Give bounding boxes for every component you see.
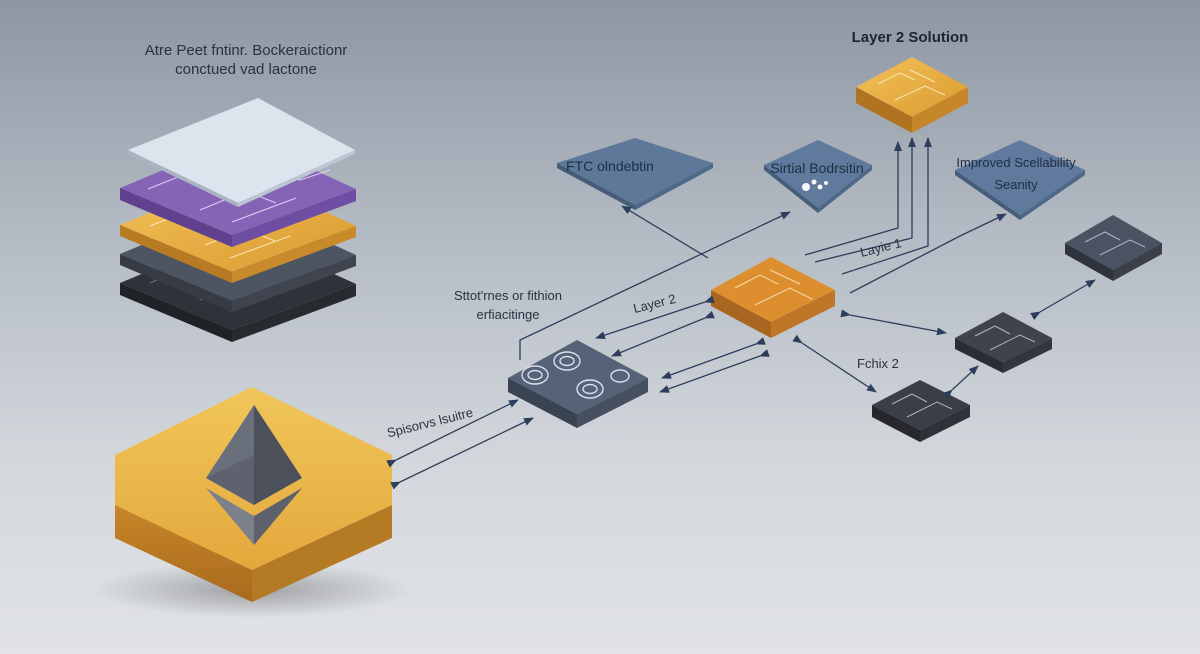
stack-title-line2: conctued vad lactone — [175, 60, 317, 78]
fchix-label: Fchix 2 — [857, 356, 899, 371]
arrow-layer2-spiral-b — [611, 310, 715, 357]
arrow-to-layer2-solution-c — [841, 137, 932, 275]
arrow-hub-dark-right — [840, 309, 947, 336]
layer2-solution-title: Layer 2 Solution — [851, 29, 969, 46]
stack-title: Atre Peet fntinr. Bockeraictionr conctue… — [145, 42, 348, 80]
arrow-to-sirtial — [519, 211, 791, 360]
arrow-to-layer2-solution-a — [804, 141, 902, 256]
layer2-solution-chip — [856, 57, 968, 133]
panel-sirtial — [764, 140, 872, 213]
arrow-hub-spiral-c — [661, 337, 766, 379]
arrow-eth-spiral-b — [390, 417, 534, 490]
statement-line2: erfiacitinge — [476, 307, 540, 323]
improved-label-line1: Improved Scellability — [956, 155, 1076, 170]
improved-label: Improved Scellability Seanity — [956, 155, 1075, 194]
stack-layer-top — [128, 98, 355, 207]
arrow-to-layer2-solution-b — [814, 137, 916, 263]
arrow-dark-bottom-right — [942, 365, 979, 400]
stack-title-line1: Atre Peet fntinr. Bockeraictionr — [144, 42, 348, 59]
arrow-hub-dark-bottom — [792, 334, 877, 393]
dark-chip-bottom — [872, 380, 970, 442]
arrow-hub-spiral-d — [659, 349, 770, 393]
layer2-hub-chip — [711, 257, 835, 338]
arrow-to-ftc — [621, 205, 709, 259]
panel-ftc — [557, 138, 713, 210]
arrow-dark-right-far — [1030, 279, 1096, 320]
arrow-to-improved — [849, 213, 1007, 294]
dark-chip-far-right — [1065, 215, 1162, 281]
statement-line1: Sttot'rnes or fithion — [454, 288, 562, 303]
dark-chip-right — [955, 312, 1052, 373]
sirtial-label: Sirtial Bodrsitin — [770, 160, 864, 176]
ftc-label: FTC olndebtin — [566, 158, 654, 174]
layer-stack — [120, 98, 356, 342]
node-dots-icon — [802, 179, 828, 191]
improved-label-line2: Seanity — [994, 177, 1038, 193]
spiral-chip — [508, 340, 648, 428]
connectors — [386, 137, 1096, 490]
panel-improved — [955, 140, 1085, 220]
ethereum-logo-icon — [206, 405, 302, 545]
statement-label: Sttot'rnes or fithion erfiacitinge — [454, 288, 562, 324]
ethereum-block — [92, 387, 412, 618]
